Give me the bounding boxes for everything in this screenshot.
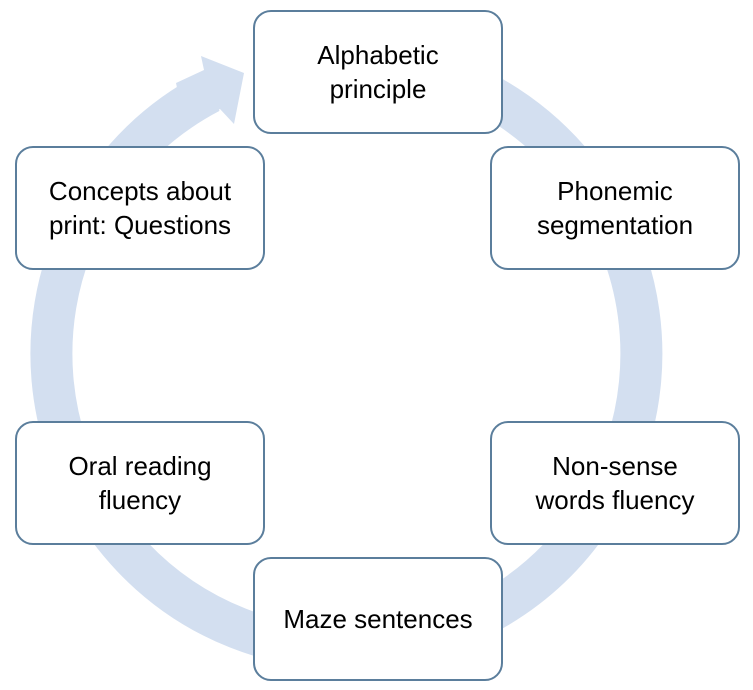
cycle-arrowhead bbox=[176, 56, 244, 126]
node-alphabetic-principle: Alphabetic principle bbox=[253, 10, 503, 134]
node-phonemic-segmentation: Phonemic segmentation bbox=[490, 146, 740, 270]
node-oral-reading-fluency: Oral reading fluency bbox=[15, 421, 265, 545]
node-concepts-about-print: Concepts about print: Questions bbox=[15, 146, 265, 270]
node-maze-sentences: Maze sentences bbox=[253, 557, 503, 681]
node-non-sense-words-fluency: Non-sense words fluency bbox=[490, 421, 740, 545]
